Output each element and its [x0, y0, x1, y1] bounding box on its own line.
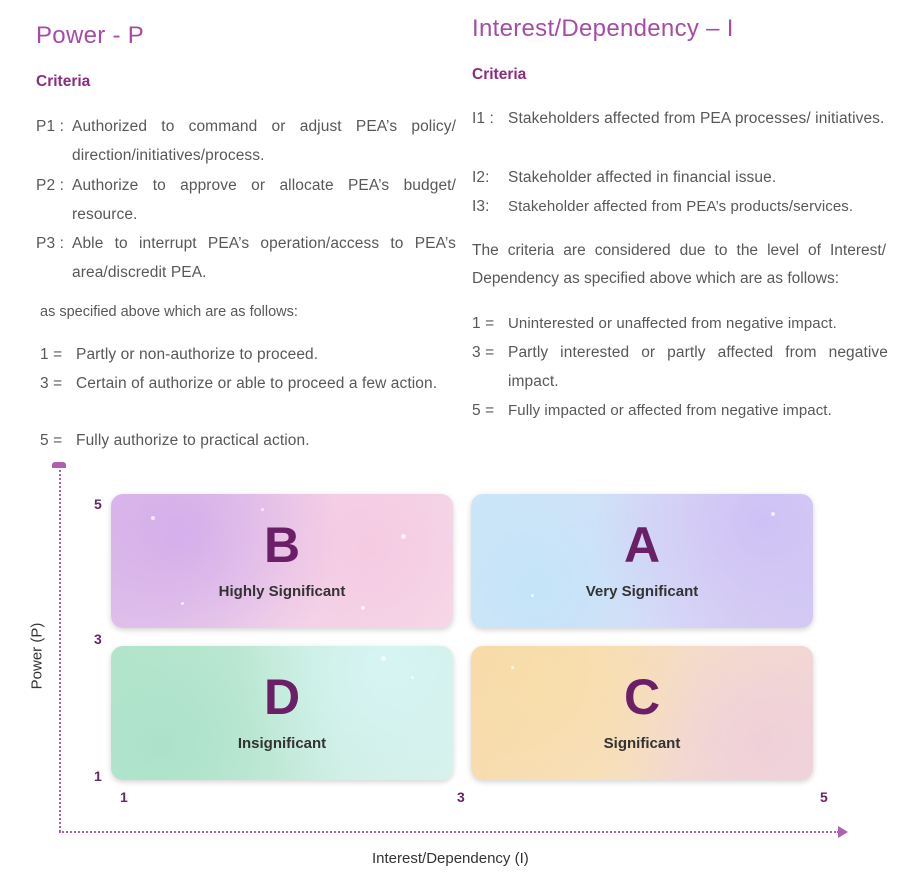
level-text: Partly interested or partly affected fro… [508, 344, 888, 390]
level-text: Fully authorize to practical action. [76, 432, 310, 449]
interest-criteria-label: Criteria [472, 66, 527, 83]
quadrant-a: A Very Significant [471, 494, 813, 628]
y-tick-3: 3 [94, 631, 102, 647]
power-title: Power - P [36, 22, 145, 49]
y-axis-label: Power (P) [28, 622, 46, 690]
interest-level-1: 1 = Uninterested or unaffected from nega… [472, 309, 892, 338]
power-criterion-p1: P1 : Authorized to command or adjust PEA… [36, 112, 456, 170]
power-criteria-label: Criteria [36, 73, 91, 90]
level-text: Uninterested or unaffected from negative… [508, 315, 837, 332]
power-levels-intro: as specified above which are as follows: [40, 304, 298, 320]
power-criterion-p3: P3 : Able to interrupt PEA’s operation/a… [36, 229, 456, 287]
quadrant-letter: A [623, 517, 661, 573]
interest-levels-intro: The criteria are considered due to the l… [472, 242, 886, 287]
level-code: 3 = [472, 344, 495, 361]
criterion-code: P3 : [36, 235, 64, 252]
quadrant-c: C Significant [471, 646, 813, 780]
level-text: Certain of authorize or able to proceed … [76, 375, 438, 392]
x-axis-arrow-icon [838, 826, 848, 838]
quadrant-label: Highly Significant [218, 583, 346, 600]
y-tick-5: 5 [94, 496, 102, 512]
criterion-text: Stakeholder affected from PEA’s products… [508, 198, 854, 215]
quadrant-b: B Highly Significant [111, 494, 453, 628]
quadrant-d: D Insignificant [111, 646, 453, 780]
level-text: Partly or non-authorize to proceed. [76, 346, 319, 363]
interest-level-5: 5 = Fully impacted or affected from nega… [472, 396, 892, 425]
criterion-code: I1 : [472, 110, 494, 127]
level-code: 1 = [472, 315, 495, 332]
y-tick-1: 1 [94, 768, 102, 784]
interest-criterion-i3: I3: Stakeholder affected from PEA’s prod… [472, 192, 892, 221]
quadrant-letter: D [263, 669, 301, 725]
interest-criterion-i2: I2: Stakeholder affected in financial is… [472, 163, 888, 192]
power-level-1: 1 = Partly or non-authorize to proceed. [40, 340, 456, 369]
interest-title: Interest/Dependency – I [472, 15, 734, 42]
criterion-text: Able to interrupt PEA’s operation/access… [72, 235, 456, 281]
x-axis-label: Interest/Dependency (I) [372, 850, 529, 867]
x-tick-1: 1 [120, 789, 128, 805]
x-axis-line [59, 831, 839, 833]
criterion-code: I2: [472, 169, 490, 186]
power-criterion-p2: P2 : Authorize to approve or allocate PE… [36, 171, 456, 229]
criterion-text: Stakeholders affected from PEA processes… [508, 110, 885, 127]
power-level-3: 3 = Certain of authorize or able to proc… [40, 369, 456, 398]
quadrant-label: Significant [603, 735, 681, 752]
criterion-code: I3: [472, 198, 490, 215]
y-axis-cap [52, 462, 66, 468]
level-code: 5 = [40, 432, 63, 449]
quadrant-label: Insignificant [237, 735, 327, 752]
interest-criterion-i1: I1 : Stakeholders affected from PEA proc… [472, 104, 888, 133]
level-code: 1 = [40, 346, 63, 363]
quadrant-letter: C [623, 669, 661, 725]
y-axis-line [59, 466, 61, 832]
x-tick-3: 3 [457, 789, 465, 805]
criterion-code: P1 : [36, 118, 64, 135]
criterion-text: Authorized to command or adjust PEA’s po… [72, 118, 456, 164]
power-level-5: 5 = Fully authorize to practical action. [40, 426, 456, 455]
level-code: 5 = [472, 402, 495, 419]
criterion-text: Stakeholder affected in financial issue. [508, 169, 777, 186]
x-tick-5: 5 [820, 789, 828, 805]
criterion-code: P2 : [36, 177, 64, 194]
level-text: Fully impacted or affected from negative… [508, 402, 832, 419]
quadrant-label: Very Significant [585, 583, 699, 600]
interest-level-3: 3 = Partly interested or partly affected… [472, 338, 888, 396]
criterion-text: Authorize to approve or allocate PEA’s b… [72, 177, 456, 223]
quadrant-letter: B [263, 517, 301, 573]
level-code: 3 = [40, 375, 63, 392]
